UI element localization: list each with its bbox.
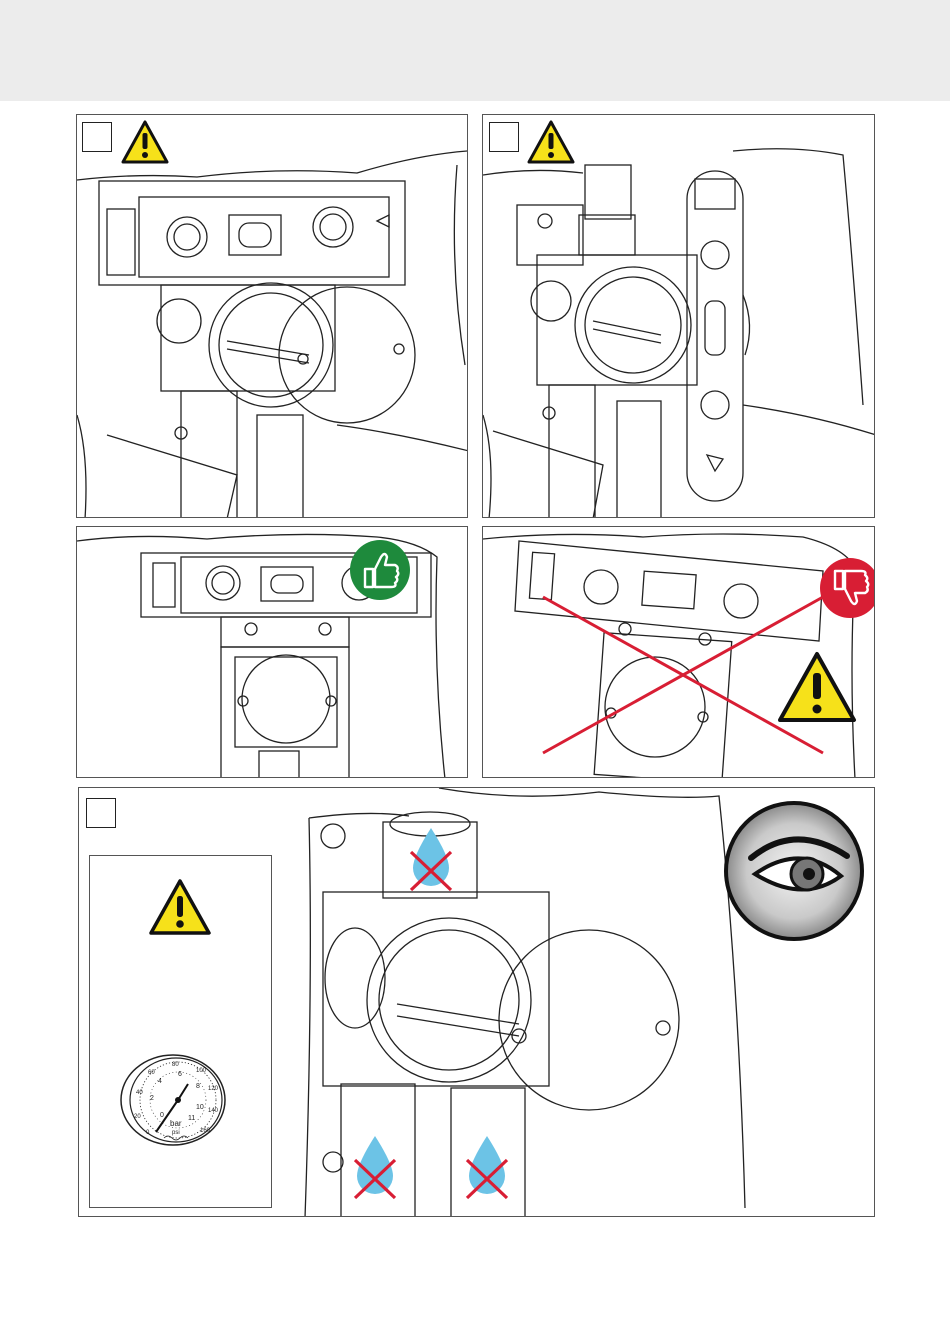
- gauge-bar-8: 8: [196, 1083, 200, 1090]
- gauge-bar-6: 6: [178, 1071, 182, 1078]
- gauge-bar-11: 11: [188, 1115, 195, 1122]
- gauge-psi-60: 60: [148, 1070, 155, 1076]
- step-number-box: [86, 798, 116, 828]
- gauge-psi-80: 80: [172, 1062, 179, 1068]
- warning-icon: [777, 651, 857, 723]
- gauge-psi-120: 120: [208, 1086, 219, 1092]
- warning-icon: [121, 120, 169, 164]
- water-drop-crossed-icon: [349, 1134, 401, 1200]
- panel-step-2: [482, 114, 875, 518]
- thumbs-down-icon: [819, 557, 875, 619]
- gauge-bar-0: 0: [160, 1112, 164, 1119]
- thumbs-up-icon: [349, 539, 411, 601]
- panel-step-4: [482, 526, 875, 778]
- gauge-psi-140: 140: [208, 1108, 219, 1114]
- info-sidebar: 0 2 4 6 8 10 11 0 20 40 60 80 100 120 14…: [89, 855, 272, 1208]
- gauge-bar-2: 2: [150, 1095, 154, 1102]
- gauge-unit-bar: bar: [170, 1119, 182, 1128]
- header-band: [0, 0, 950, 101]
- step-number-box: [82, 122, 112, 152]
- installation-drawing-level-horizontal: [77, 115, 468, 518]
- gauge-psi-40: 40: [136, 1090, 143, 1096]
- panel-step-5: 0 2 4 6 8 10 11 0 20 40 60 80 100 120 14…: [78, 787, 875, 1217]
- panel-step-1: [76, 114, 468, 518]
- warning-icon: [527, 120, 575, 164]
- panel-step-3: [76, 526, 468, 778]
- pressure-gauge-icon: 0 2 4 6 8 10 11 0 20 40 60 80 100 120 14…: [120, 1054, 226, 1146]
- gauge-bar-10: 10: [196, 1104, 204, 1111]
- gauge-psi-160: 160: [200, 1128, 211, 1134]
- installation-drawing-level-vertical: [483, 115, 875, 518]
- warning-icon: [148, 878, 212, 936]
- water-drop-crossed-icon: [461, 1134, 513, 1200]
- water-drop-crossed-icon: [405, 826, 457, 892]
- gauge-bar-4: 4: [158, 1078, 162, 1085]
- step-number-box: [489, 122, 519, 152]
- gauge-unit-psi: psi: [172, 1130, 180, 1136]
- gauge-psi-20: 20: [134, 1114, 141, 1120]
- eye-icon: [723, 800, 865, 942]
- gauge-psi-100: 100: [196, 1068, 207, 1074]
